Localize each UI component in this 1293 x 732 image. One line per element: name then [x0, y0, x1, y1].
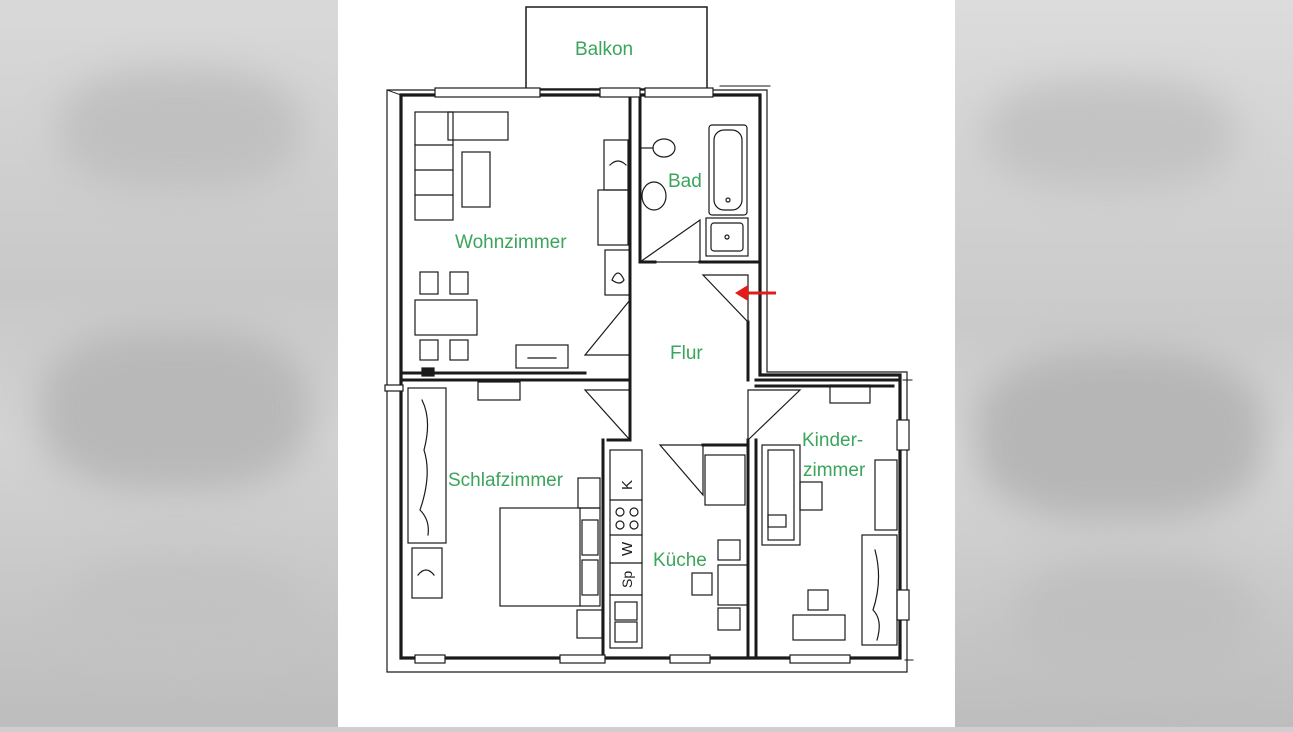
room-label-kueche: Küche: [653, 550, 707, 571]
room-label-flur: Flur: [670, 343, 703, 364]
appliance-label-washer: W: [619, 541, 636, 556]
blurred-background-right: [955, 0, 1293, 727]
appliance-label-dishwasher: Sp: [619, 571, 635, 588]
entrance-arrow: [735, 285, 776, 301]
floor-plan-drawing: Balkon Wohnzimmer Bad Flur Schlafzimmer …: [384, 6, 914, 673]
blurred-background-left: [0, 0, 338, 727]
room-label-wohnzimmer: Wohnzimmer: [455, 232, 567, 253]
outer-walls: [386, 89, 908, 673]
interior-walls: [399, 95, 902, 660]
room-label-schlafzimmer: Schlafzimmer: [448, 470, 564, 491]
bathroom-fixtures: [641, 124, 749, 257]
room-label-bad: Bad: [668, 171, 702, 192]
bedroom-furniture: [407, 381, 603, 639]
exterior-ticks: [719, 85, 914, 661]
childrens-room-furniture: [761, 384, 898, 646]
living-room-furniture: [414, 111, 631, 377]
room-label-kinderzimmer-line1: Kinder-: [802, 430, 863, 451]
room-label-balkon: Balkon: [575, 39, 633, 60]
kitchen-units: [609, 449, 749, 649]
windows: [384, 87, 910, 664]
floor-plan: Balkon Wohnzimmer Bad Flur Schlafzimmer …: [338, 0, 955, 727]
room-label-kinderzimmer-line2: zimmer: [803, 460, 866, 481]
appliance-label-fridge: K: [619, 480, 636, 490]
